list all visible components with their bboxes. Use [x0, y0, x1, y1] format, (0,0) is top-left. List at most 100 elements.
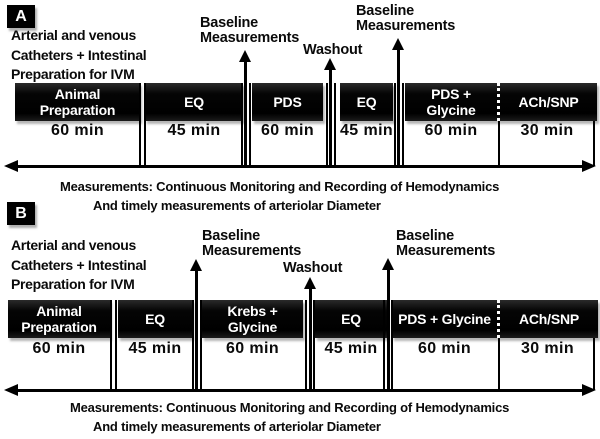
up-arrow-icon [324, 58, 336, 70]
divider-tick [200, 300, 202, 390]
segment-label: Glycine [426, 102, 476, 118]
segment-label: EQ [184, 93, 204, 110]
segment-duration: 60 min [260, 122, 315, 139]
up-arrow-shaft [244, 61, 247, 166]
divider-tick [139, 83, 141, 166]
timeline-segment: Krebs + Glycine [202, 300, 303, 338]
segment-duration: 45 min [167, 122, 221, 139]
prep-line: Catheters + Intestinal [11, 46, 147, 63]
timeline-segment: PDS + Glycine [405, 83, 497, 121]
segment-duration: 45 min [324, 340, 378, 357]
panel-b-baseline2-label: Baseline Measurements [396, 229, 495, 258]
timeline-axis [16, 389, 582, 392]
segment-duration: 45 min [128, 340, 182, 357]
right-arrowhead-icon [582, 160, 596, 172]
divider-tick [115, 300, 117, 390]
panel-b-label: B [15, 204, 27, 222]
timeline-segment: ACh/SNP [497, 300, 598, 338]
divider-tick [402, 83, 404, 166]
divider-tick [498, 338, 500, 390]
divider-tick [391, 300, 393, 390]
segment-duration: 60 min [50, 122, 105, 139]
event-label-line: Washout [303, 42, 363, 58]
divider-tick [593, 121, 595, 166]
divider-tick [326, 83, 328, 166]
prep-line: Preparation for IVM [11, 66, 135, 82]
segment-label: PDS + Glycine [398, 310, 491, 327]
timeline-segment: EQ [145, 83, 243, 121]
up-arrow-icon [304, 277, 316, 289]
panel-a-label: A [15, 7, 27, 25]
up-arrow-shaft [329, 69, 332, 166]
divider-tick [110, 300, 112, 390]
segment-label: EQ [356, 93, 377, 110]
panel-b-washout-label: Washout [283, 261, 342, 276]
right-arrowhead-icon [582, 384, 596, 396]
divider-tick [305, 300, 307, 390]
panel-a-badge: A [7, 5, 35, 28]
divider-tick [334, 83, 336, 166]
divider-tick [241, 83, 243, 166]
timeline-segment: PDS + Glycine [392, 300, 497, 338]
prep-line: Arterial and venous [11, 237, 137, 253]
divider-tick [192, 300, 194, 390]
divider-tick [394, 83, 396, 166]
prep-line: Arterial and venous [11, 27, 137, 43]
left-arrowhead-icon [4, 384, 18, 396]
event-label-line: Measurements [396, 242, 496, 259]
timeline-segment: ACh/SNP [497, 83, 597, 121]
segment-label: Glycine [227, 319, 278, 335]
panel-a-caption-line2: And timely measurements of arteriolar Di… [93, 198, 381, 213]
divider-tick [144, 83, 146, 166]
panel-b-baseline1-label: Baseline Measurements [202, 229, 301, 258]
panel-b-caption-line1: Measurements: Continuous Monitoring and … [70, 400, 510, 415]
segment-label: EQ [145, 310, 165, 327]
divider-tick [383, 300, 385, 390]
segment-label: ACh/SNP [518, 310, 580, 327]
panel-b-prep-text: Arterial and venous Catheters + Intestin… [11, 236, 147, 295]
timeline-segment: PDS [252, 83, 323, 121]
segment-label: Preparation [39, 102, 116, 118]
prep-line: Preparation for IVM [11, 276, 135, 292]
divider-tick [313, 300, 315, 390]
event-label-line: Baseline [396, 228, 455, 244]
event-label-line: Baseline [356, 3, 415, 19]
segment-duration: 60 min [417, 340, 472, 357]
segment-label: Krebs + [227, 302, 278, 319]
divider-tick [498, 121, 500, 166]
timeline-axis [16, 165, 582, 168]
panel-a-caption-line1: Measurements: Continuous Monitoring and … [60, 179, 500, 194]
divider-tick [249, 83, 251, 166]
up-arrow-icon [382, 258, 394, 270]
segment-duration: 60 min [225, 340, 280, 357]
prep-line: Catheters + Intestinal [11, 256, 147, 273]
segment-label: PDS [273, 93, 302, 110]
panel-b-badge: B [7, 202, 35, 225]
timeline-segment: EQ [315, 300, 387, 338]
segment-label: EQ [341, 310, 361, 327]
event-label-line: Baseline [200, 15, 259, 31]
left-arrowhead-icon [4, 160, 18, 172]
segment-label: ACh/SNP [518, 93, 579, 110]
event-label-line: Washout [283, 260, 343, 276]
segment-duration: 60 min [424, 122, 478, 139]
panel-a-prep-text: Arterial and venous Catheters + Intestin… [11, 26, 147, 85]
up-arrow-shaft [397, 49, 400, 166]
panel-b-caption-line2: And timely measurements of arteriolar Di… [93, 419, 381, 434]
event-label-line: Measurements [200, 29, 300, 46]
timeline-segment: EQ [118, 300, 192, 338]
timeline-segment: EQ [340, 83, 393, 121]
event-label-line: Measurements [202, 242, 302, 259]
segment-duration: 30 min [520, 122, 574, 139]
segment-duration: 30 min [520, 340, 575, 357]
segment-duration: 45 min [340, 122, 394, 139]
timeline-segment: Animal Preparation [15, 83, 140, 121]
event-label-line: Measurements [356, 17, 456, 34]
panel-a-baseline2-label: Baseline Measurements [356, 4, 455, 33]
up-arrow-shaft [387, 269, 390, 390]
up-arrow-shaft [195, 270, 198, 390]
up-arrow-icon [239, 50, 251, 62]
divider-tick [593, 338, 595, 390]
timeline-segment: Animal Preparation [8, 300, 110, 338]
